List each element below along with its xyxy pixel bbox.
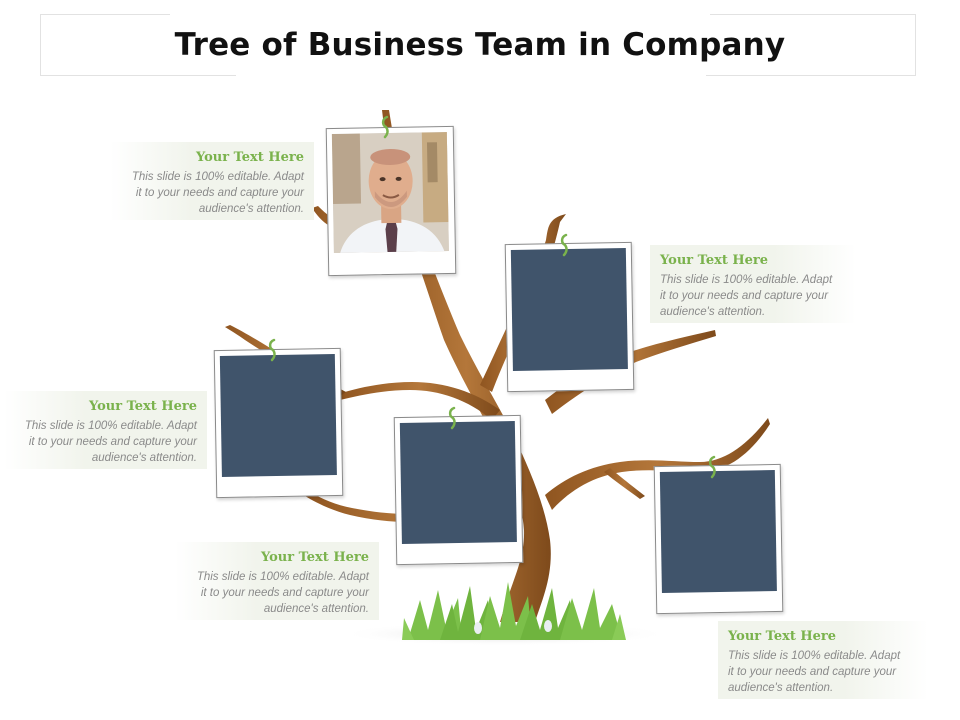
text-block-3: Your Text Here This slide is 100% editab… [4,391,207,469]
text-block-body: This slide is 100% editable. Adapt it to… [185,569,369,617]
text-line: audience's attention. [728,682,834,694]
text-line: audience's attention. [91,452,197,464]
text-line: it to your needs and capture your [200,587,369,599]
text-block-body: This slide is 100% editable. Adapt it to… [120,169,304,217]
slide-title: Tree of Business Team in Company [174,27,786,63]
text-line: This slide is 100% editable. Adapt [728,650,901,662]
text-block-heading: Your Text Here [728,629,837,644]
text-block-1: Your Text Here This slide is 100% editab… [110,142,314,220]
grass-flowers [474,620,552,634]
text-line: it to your needs and capture your [728,666,897,678]
polaroid-photo-2 [504,241,635,393]
polaroid-photo-5 [653,463,784,615]
person-photo [331,132,449,254]
photo-placeholder [399,421,517,544]
text-line: This slide is 100% editable. Adapt [131,171,304,183]
text-line: audience's attention. [660,306,766,318]
text-line: This slide is 100% editable. Adapt [660,274,833,286]
text-line: it to your needs and capture your [135,187,304,199]
photo-placeholder [659,470,777,593]
polaroid-photo-3 [213,347,344,499]
text-block-heading: Your Text Here [88,399,197,414]
text-line: This slide is 100% editable. Adapt [196,571,369,583]
text-block-heading: Your Text Here [195,150,304,165]
hanging-clip-icon [560,233,568,257]
text-block-heading: Your Text Here [260,550,369,565]
polaroid-photo-4 [393,414,524,566]
text-block-2: Your Text Here This slide is 100% editab… [650,245,856,323]
person-portrait [331,132,449,254]
text-block-heading: Your Text Here [660,253,769,268]
text-block-body: This slide is 100% editable. Adapt it to… [660,272,846,320]
text-line: it to your needs and capture your [28,436,197,448]
text-block-5: Your Text Here This slide is 100% editab… [718,621,928,699]
photo-placeholder [510,248,628,371]
hanging-clip-icon [381,115,389,139]
text-line: it to your needs and capture your [660,290,829,302]
polaroid-photo-1 [325,125,457,277]
photo-placeholder [219,354,337,477]
hanging-clip-icon [708,455,716,479]
text-line: audience's attention. [263,603,369,615]
hanging-clip-icon [448,406,456,430]
title-frame-gap [170,10,710,18]
text-line: This slide is 100% editable. Adapt [24,420,197,432]
hanging-clip-icon [268,338,276,362]
title-frame-gap [236,70,706,82]
text-block-body: This slide is 100% editable. Adapt it to… [728,648,918,696]
text-block-4: Your Text Here This slide is 100% editab… [175,542,379,620]
text-block-body: This slide is 100% editable. Adapt it to… [14,418,197,466]
text-line: audience's attention. [198,203,304,215]
